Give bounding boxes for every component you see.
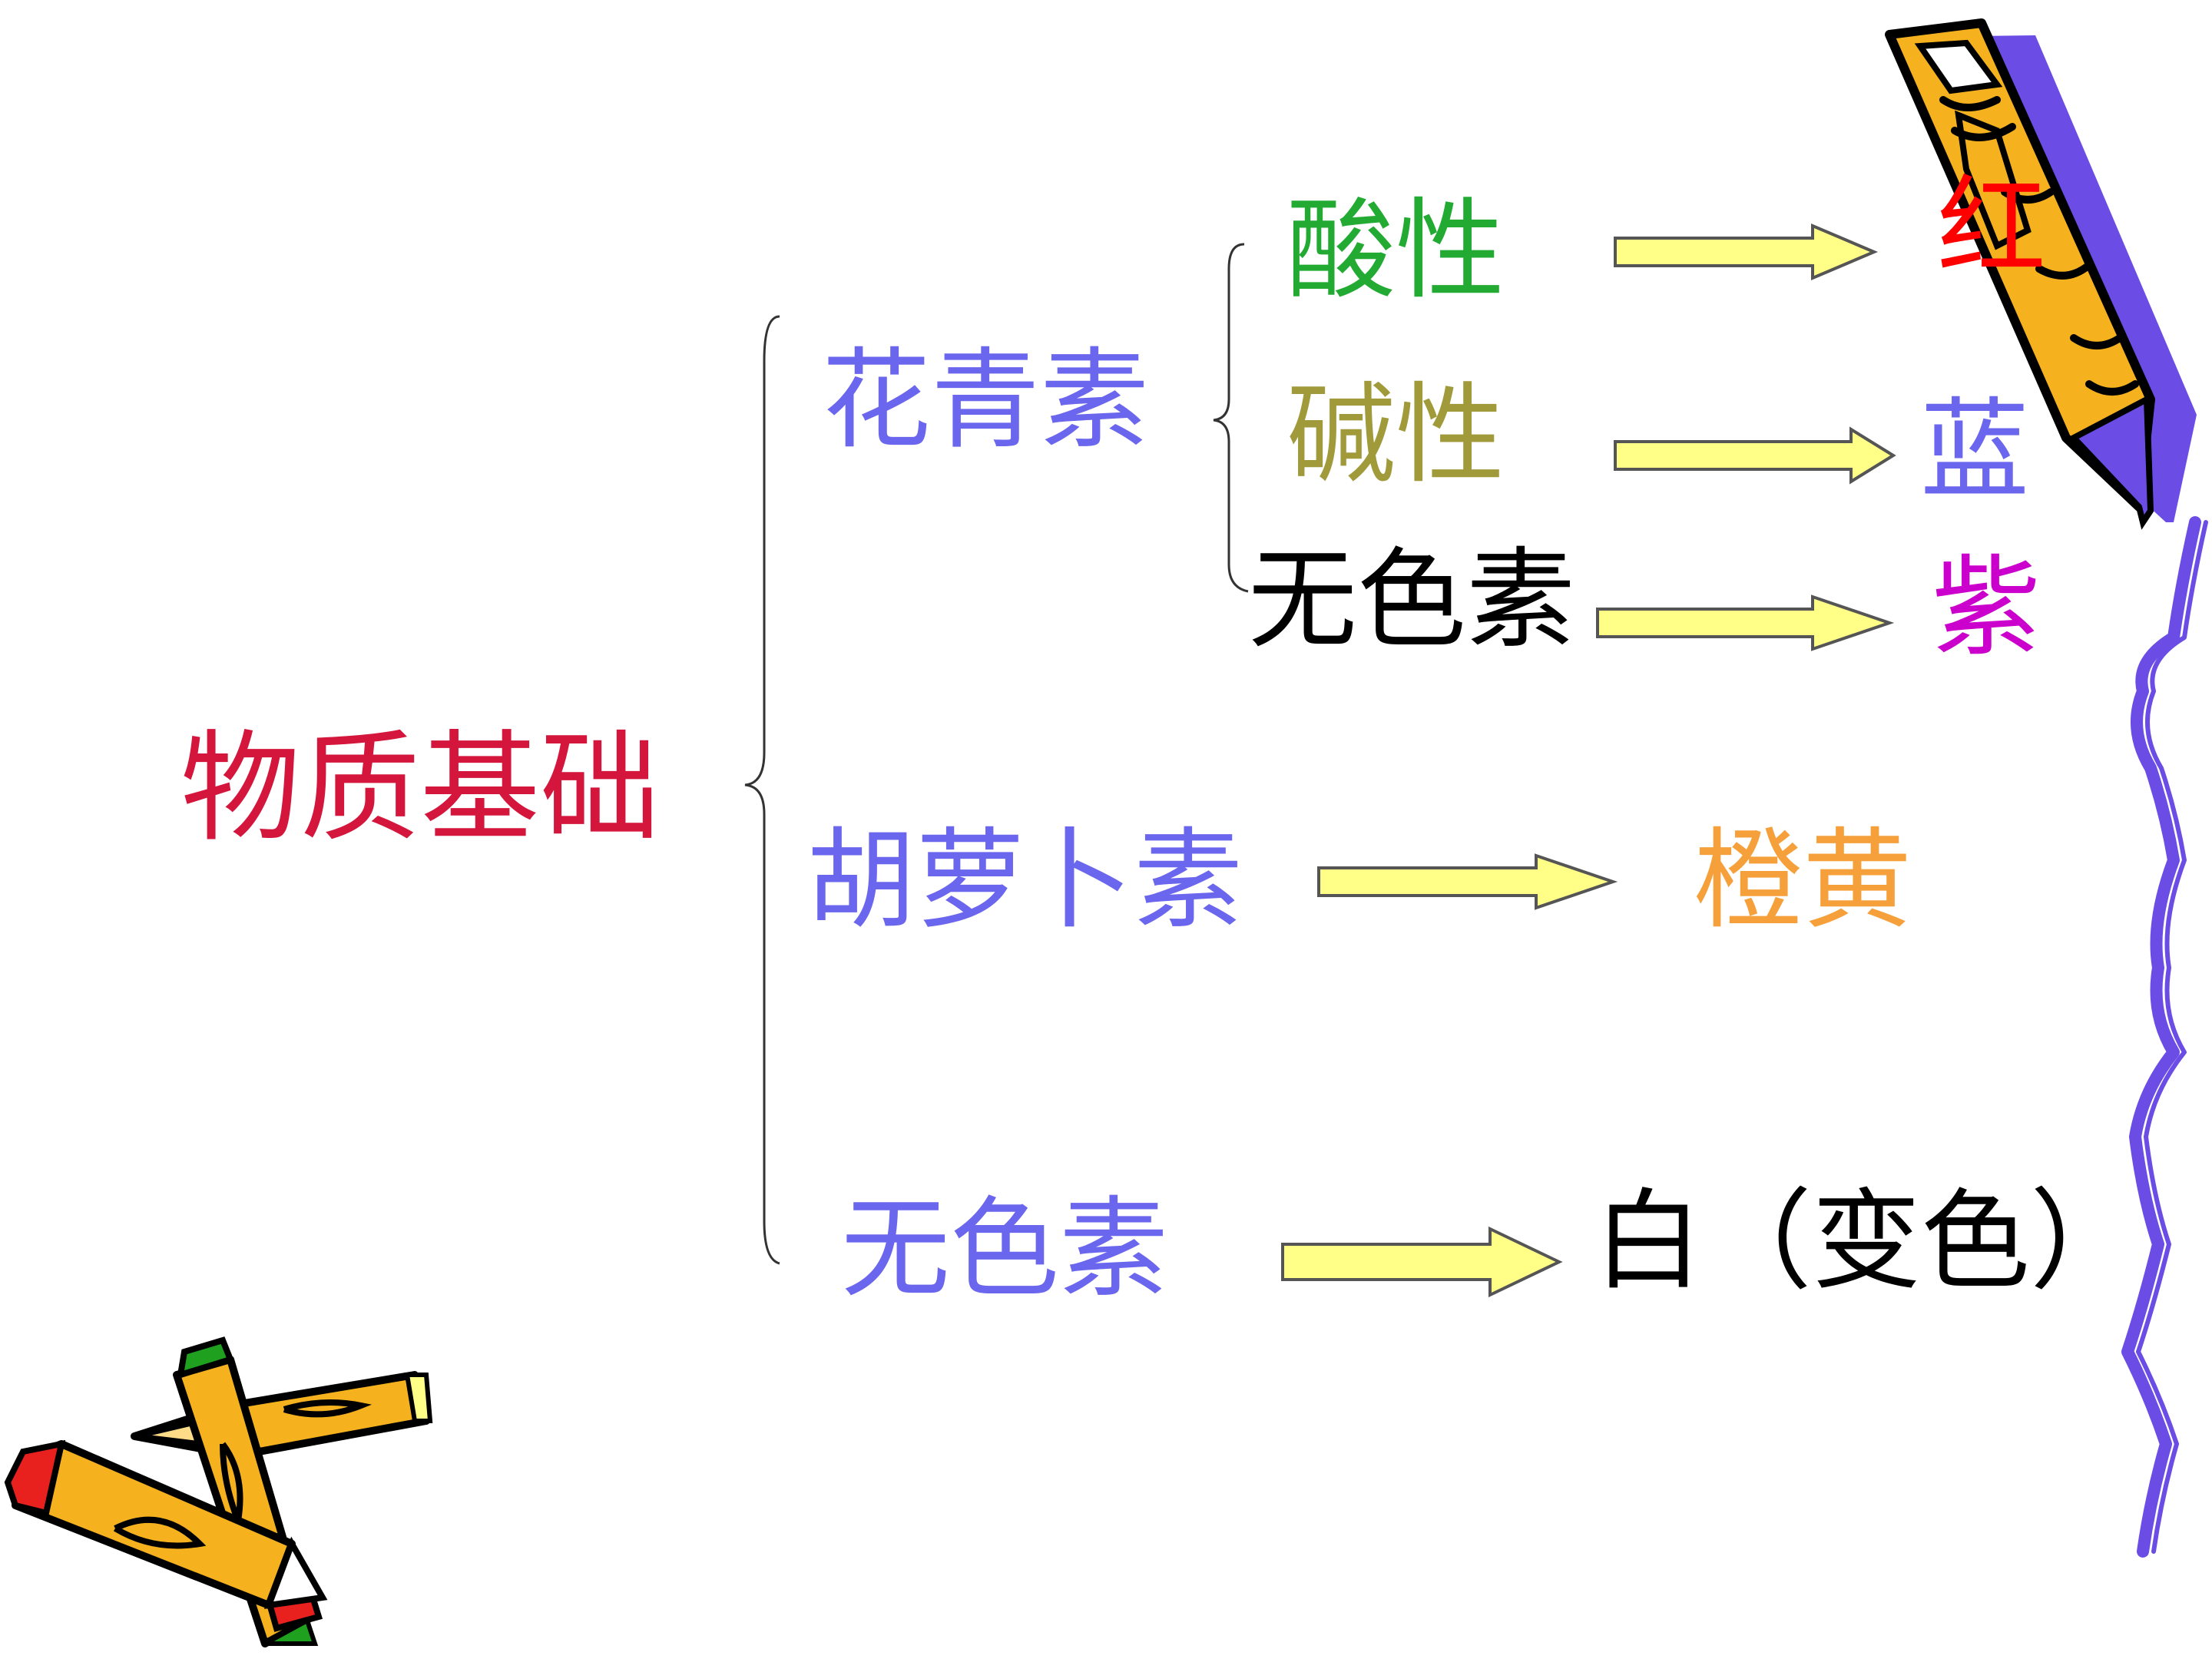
squiggle-border (2121, 516, 2201, 1558)
result-label-blue: 蓝 (1920, 387, 2029, 514)
arrow-acidic (1614, 223, 1879, 281)
branch-label-carotene: 胡萝卜素 (806, 817, 1243, 944)
condition-label-alkaline: 碱性 (1286, 372, 1505, 498)
arrow-colorless-branch (1281, 1226, 1563, 1298)
condition-label-acidic: 酸性 (1286, 187, 1505, 314)
arrow-carotene (1317, 853, 1618, 910)
result-label-white: 白（变色） (1594, 1178, 2139, 1305)
arrow-alkaline (1614, 426, 1896, 485)
squiggle-border-outline (2136, 520, 2208, 1554)
sub-brace (1213, 243, 1249, 593)
result-label-purple: 紫 (1932, 545, 2041, 671)
condition-label-colorless: 无色素 (1248, 537, 1575, 664)
crossed-pencils-icon (4, 1336, 433, 1647)
pencil-icon (1885, 18, 2197, 530)
branch-label-anthocyanin: 花青素 (822, 337, 1149, 464)
branch-label-colorless: 无色素 (841, 1186, 1168, 1313)
root-label: 物质基础 (180, 718, 660, 858)
result-label-orange-yellow: 橙黄 (1694, 817, 1912, 944)
main-brace (744, 315, 780, 1265)
arrow-colorless-condition (1596, 594, 1895, 651)
result-label-red: 红 (1937, 164, 2046, 291)
